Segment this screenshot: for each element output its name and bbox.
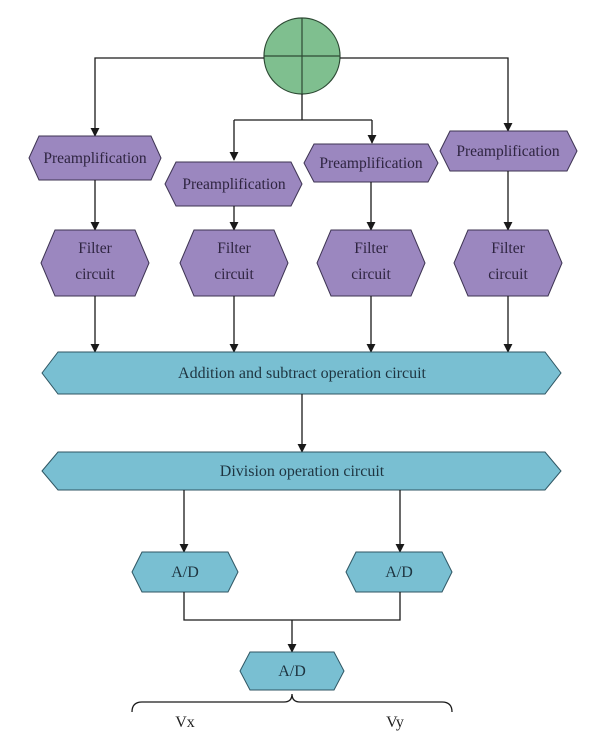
filter-shape [453, 229, 563, 297]
ad-merge-connectors [183, 592, 401, 653]
preamp-block-3: Preamplification [303, 143, 439, 183]
output-brace [131, 693, 453, 713]
filter-label-line2: circuit [214, 266, 254, 283]
filter-shape [40, 229, 150, 297]
filter-block-3: Filter circuit [316, 229, 426, 297]
preamp-shape [164, 161, 303, 207]
quadrant-detector [263, 17, 341, 95]
filter-label-line1: Filter [78, 240, 112, 257]
preamp-shape [303, 143, 439, 183]
addition-subtract-block: Addition and subtract operation circuit [41, 351, 562, 395]
preamp-label: Preamplification [456, 143, 560, 160]
filter-label-line1: Filter [491, 240, 525, 257]
filter-label-line1: Filter [354, 240, 388, 257]
filter-label-line2: circuit [351, 266, 391, 283]
ad-right-block: A/D [345, 551, 453, 593]
arrow-detector-to-preamp-4 [340, 57, 513, 132]
ad-left-shape [131, 551, 239, 593]
filter-label-line2: circuit [75, 266, 115, 283]
ad-bottom-shape [239, 651, 345, 691]
preamp-to-filter-connectors [90, 171, 513, 231]
ad-bottom-block: A/D [239, 651, 345, 691]
addition-subtract-shape [41, 351, 562, 395]
preamp-label: Preamplification [182, 176, 286, 193]
preamp-block-2: Preamplification [164, 161, 303, 207]
filter-block-4: Filter circuit [453, 229, 563, 297]
output-vy: Vy [386, 714, 404, 731]
arrow-detector-to-preamp-1 [90, 57, 264, 137]
division-block: Division operation circuit [41, 451, 562, 491]
preamp-label: Preamplification [319, 155, 423, 172]
detector-connectors [90, 57, 513, 161]
filter-block-1: Filter circuit [40, 229, 150, 297]
filter-block-2: Filter circuit [179, 229, 289, 297]
filter-label-line1: Filter [217, 240, 251, 257]
output-vx: Vx [175, 714, 195, 731]
filter-shape [179, 229, 289, 297]
preamp-block-1: Preamplification [28, 135, 162, 181]
ad-left-label: A/D [171, 564, 199, 581]
division-shape [41, 451, 562, 491]
preamp-shape [28, 135, 162, 181]
filter-to-addition-connectors [90, 296, 513, 353]
filter-shape [316, 229, 426, 297]
preamp-shape [439, 130, 578, 172]
preamp-block-4: Preamplification [439, 130, 578, 172]
ad-right-shape [345, 551, 453, 593]
division-label: Division operation circuit [220, 463, 385, 480]
ad-bottom-label: A/D [278, 663, 306, 680]
connector-ad-merge [183, 592, 401, 621]
ad-right-label: A/D [385, 564, 413, 581]
filter-label-line2: circuit [488, 266, 528, 283]
ad-left-block: A/D [131, 551, 239, 593]
addition-subtract-label: Addition and subtract operation circuit [178, 365, 426, 382]
preamp-label: Preamplification [43, 150, 147, 167]
